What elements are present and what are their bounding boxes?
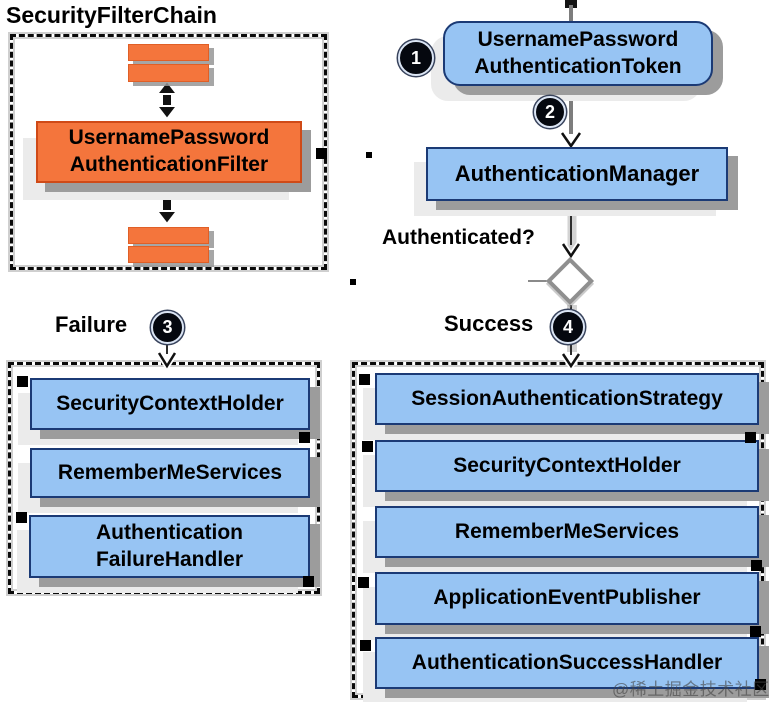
filter-stack-bar [128,227,209,244]
double-arrow-icon [154,181,180,226]
security-context-holder-node: SecurityContextHolder [375,440,759,492]
selection-handle [366,152,372,158]
remember-me-services-node: RememberMeServices [30,448,310,498]
success-label: Success [444,311,534,336]
selection-handle [360,640,371,651]
success-panel [352,362,764,698]
filter-stack-bar [128,44,209,61]
security-context-holder-node: SecurityContextHolder [30,378,310,430]
flow-arrow-token-to-manager [559,83,583,152]
selection-handle [750,626,761,637]
failure-label: Failure [55,312,128,337]
step-1-badge: 1 [398,40,434,76]
node-label-line: FailureHandler [95,547,244,571]
username-password-authentication-filter-node: UsernamePassword AuthenticationFilter [36,121,302,183]
selection-handle [16,512,27,523]
filter-stack-bar [128,246,209,263]
step-4-badge: 4 [551,310,585,344]
node-label-line: UsernamePassword [477,27,679,51]
node-label-line: Authentication [96,520,243,544]
authentication-manager-node: AuthenticationManager [426,147,728,201]
selection-handle [751,560,762,571]
selection-handle [755,679,766,690]
flow-arrow-manager-to-decision [560,198,582,262]
selection-handle [299,432,310,443]
remember-me-services-node: RememberMeServices [375,506,759,558]
step-3-badge: 3 [151,311,184,344]
selection-handle [359,374,370,385]
selection-handle [358,577,369,588]
authentication-failure-handler-node: Authentication FailureHandler [29,515,310,578]
filter-stack-bar [128,64,209,82]
security-filter-chain-title: SecurityFilterChain [6,2,217,28]
node-label-line: AuthenticationFilter [69,153,269,176]
selection-handle [362,441,373,452]
selection-handle [745,432,756,443]
node-label-line: AuthenticationToken [474,54,682,78]
authentication-success-handler-node: AuthenticationSuccessHandler [375,637,759,689]
selection-handle [316,148,327,159]
node-label-line: UsernamePassword [68,126,270,150]
double-arrow-icon [154,79,180,121]
application-event-publisher-node: ApplicationEventPublisher [375,572,759,625]
authenticated-question-label: Authenticated? [382,226,535,249]
selection-handle [303,576,314,587]
selection-handle [350,279,356,285]
watermark: @稀土掘金技术社区 [612,680,770,699]
step-2-badge: 2 [534,96,566,128]
username-password-authentication-token-node: UsernamePassword AuthenticationToken [443,21,713,86]
selection-handle [17,376,28,387]
session-authentication-strategy-node: SessionAuthenticationStrategy [375,373,759,425]
flow-line-top-stub [565,0,577,23]
